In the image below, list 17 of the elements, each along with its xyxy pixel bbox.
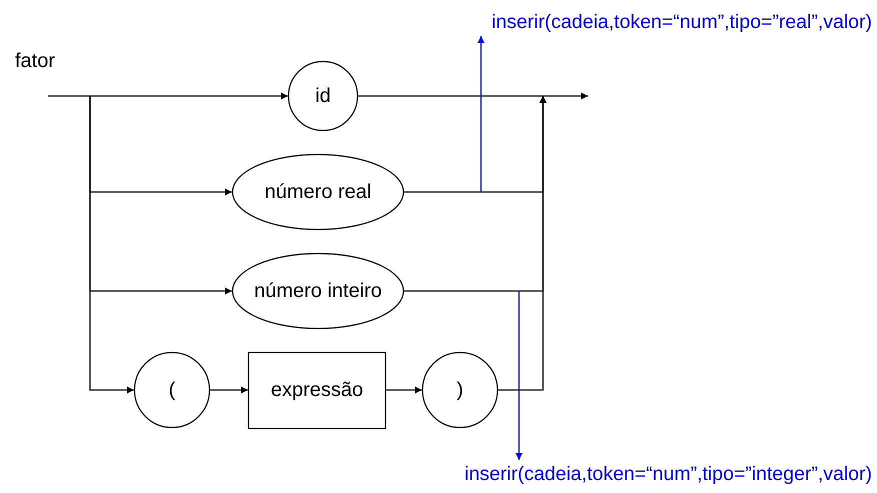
rule-name: fator	[15, 50, 56, 73]
connector-arrow	[386, 386, 422, 394]
symbol-label: id	[315, 84, 331, 108]
connector-arrow	[48, 92, 288, 100]
symbol-label: expressão	[270, 378, 364, 402]
symbol-label: )	[456, 378, 464, 402]
connector-arrow	[498, 96, 546, 391]
annotation-arrow	[516, 291, 522, 460]
symbol-label: número real	[264, 180, 372, 204]
connector-arrow	[210, 386, 248, 394]
action-label: inserir(cadeia,token=“num”,tipo=”integer”,valor)	[464, 462, 872, 486]
action-label: inserir(cadeia,token=“num”,tipo=”real”,valor)	[492, 10, 872, 34]
annotation-arrow	[478, 36, 484, 192]
symbol-label: número inteiro	[254, 280, 382, 302]
connector-arrow	[89, 96, 134, 394]
symbol-label: (	[168, 378, 176, 402]
connector-arrow	[358, 92, 588, 100]
